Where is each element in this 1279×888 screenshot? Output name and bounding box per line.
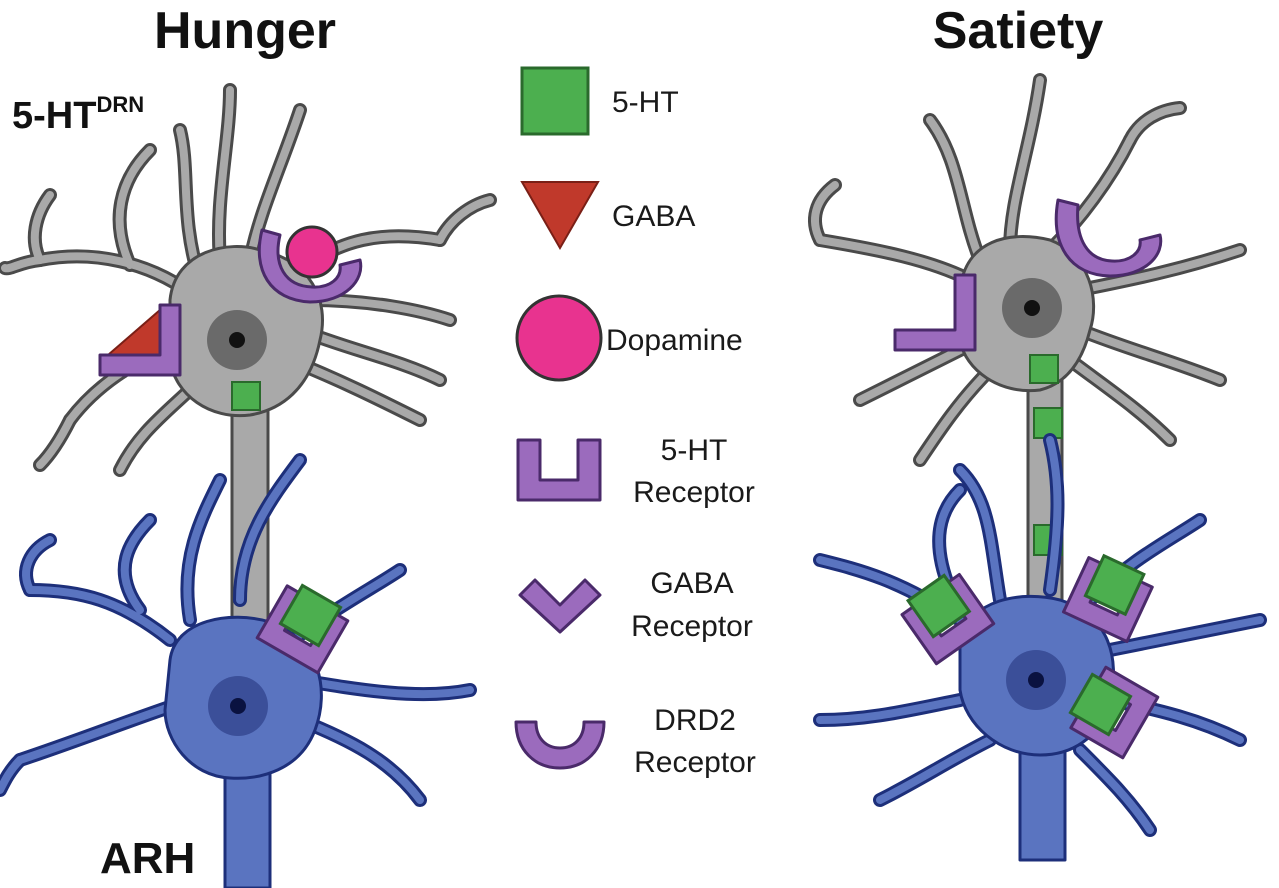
ht-receptor-bound-satiety-3 [1068,665,1160,760]
ht-receptor-bound-hunger [255,583,350,675]
arh-nucleolus-satiety [1028,672,1044,688]
serotonin-molecule-soma-hunger [231,381,261,411]
drd2-receptor-satiety [1054,198,1163,278]
gaba-molecule-hunger [105,307,161,360]
legend-item-serotonin: 5-HT [520,66,679,136]
legend-dopamine-label: Dopamine [606,324,743,357]
drd2-receptor-hunger [257,228,363,304]
serotonin-molecule-axon-2 [1033,407,1063,439]
serotonin-molecule-bound-satiety-3 [1068,672,1133,737]
legend-gaba-swatch [520,181,600,251]
drn-dendrites-fill-satiety [811,76,1244,464]
ht-receptor-bound-satiety-2 [1061,553,1154,644]
legend-ht-receptor-swatch [516,438,602,502]
gaba-receptor-satiety [893,273,977,352]
legend-drd2-receptor-label-line2: Receptor [634,746,756,779]
legend-item-gaba: GABA [520,181,695,251]
arh-neuron-hunger [0,453,477,888]
drn-nucleolus [229,332,245,348]
serotonin-molecule-bound-satiety-1 [905,573,972,639]
legend-serotonin-swatch [520,66,590,136]
legend-drd2-receptor-label-line1: DRD2 [654,704,736,737]
arh-neuron-label: ARH [100,834,195,883]
legend-item-dopamine: Dopamine [515,294,743,382]
legend-serotonin-label: 5-HT [612,86,679,119]
drn-label-main: 5-HT [12,95,96,137]
legend-ht-receptor-label-line2: Receptor [633,476,755,509]
ht-receptor-bound-satiety-1 [900,572,996,666]
dopamine-molecule-hunger [285,225,339,279]
drn-label-superscript: DRN [96,92,144,117]
legend-gaba-receptor-swatch [518,578,602,634]
arh-dendrites-fill-satiety [816,436,1264,834]
legend-ht-receptor-label-line1: 5-HT [661,434,728,467]
legend: 5-HT GABA Dopamine 5-HT Receptor GABA Re… [514,66,756,779]
drn-nucleolus-satiety [1024,300,1040,316]
legend-gaba-label: GABA [612,200,695,233]
gaba-receptor-hunger [98,303,182,377]
arh-nucleolus-hunger [230,698,246,714]
drn-neuron-satiety [808,73,1247,622]
hunger-panel: Hunger 5-HTDRN [0,2,497,888]
arh-axon-satiety [1018,738,1067,862]
legend-gaba-receptor-label-line1: GABA [650,567,733,600]
legend-item-drd2-receptor: DRD2 Receptor [514,704,756,779]
legend-item-ht-receptor: 5-HT Receptor [516,434,755,509]
drn-neuron-label: 5-HTDRN [12,92,144,137]
legend-gaba-receptor-label-line2: Receptor [631,610,753,643]
serotonin-molecule-bound-satiety-2 [1083,553,1146,617]
serotonin-molecule-axon-1 [1029,354,1059,384]
hunger-title: Hunger [154,2,336,60]
legend-drd2-receptor-swatch [514,720,606,770]
legend-item-gaba-receptor: GABA Receptor [518,567,753,643]
serotonin-molecule-bound-hunger [278,583,343,648]
satiety-panel: Satiety [808,2,1267,862]
legend-dopamine-swatch [515,294,603,382]
satiety-title: Satiety [933,2,1104,60]
